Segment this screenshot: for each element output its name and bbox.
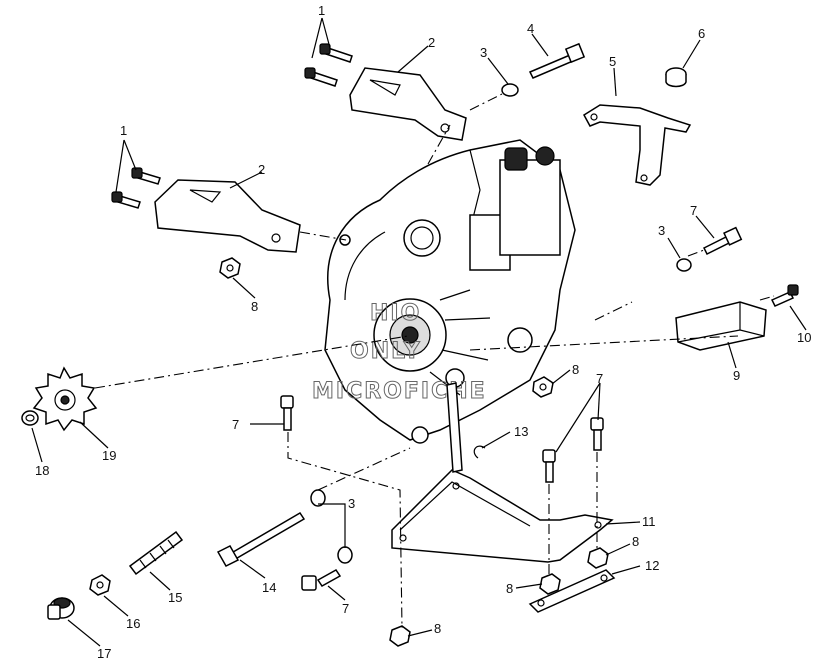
callout-1-left: 1 xyxy=(120,123,127,138)
watermark-line2: ONLY xyxy=(350,339,422,364)
mount-bracket-2-top xyxy=(349,67,467,141)
callout-10: 10 xyxy=(797,330,811,345)
nut-8-left xyxy=(219,257,241,279)
link-rod xyxy=(446,382,463,473)
callout-8-bottom-c: 8 xyxy=(434,621,441,636)
nut-8-mid xyxy=(532,376,554,398)
callout-8-left: 8 xyxy=(251,299,258,314)
washer-3-right xyxy=(676,258,692,272)
engine-housing xyxy=(324,139,576,444)
callout-19: 19 xyxy=(102,448,116,463)
callout-9: 9 xyxy=(733,368,740,383)
nut-16 xyxy=(89,574,111,596)
callout-3-top: 3 xyxy=(480,45,487,60)
bolt-7-left xyxy=(280,395,294,431)
callout-17: 17 xyxy=(97,646,111,661)
callout-3-right: 3 xyxy=(658,223,665,238)
threaded-bolt-15 xyxy=(128,530,184,576)
bolt-7-right xyxy=(702,226,743,256)
watermark-line1: HIO xyxy=(370,301,421,326)
callout-12: 12 xyxy=(645,558,659,573)
bolt-1-top xyxy=(304,43,353,87)
nut-8-bottom-b xyxy=(539,573,561,595)
callout-2-top: 2 xyxy=(428,35,435,50)
mount-plate-11 xyxy=(391,469,614,563)
callout-16: 16 xyxy=(126,616,140,631)
long-bolt-14 xyxy=(216,511,306,567)
callout-8-bottom-b: 8 xyxy=(506,581,513,596)
leader-lines xyxy=(31,17,807,647)
bolt-10 xyxy=(770,284,799,307)
callout-8-bottom-a: 8 xyxy=(632,534,639,549)
sprocket-19 xyxy=(32,366,98,432)
nut-8-bottom-a xyxy=(587,547,609,569)
washer-3-top xyxy=(501,83,519,97)
callout-3-bottom: 3 xyxy=(348,496,355,511)
callout-15: 15 xyxy=(168,590,182,605)
callout-2-left: 2 xyxy=(258,162,265,177)
callout-6: 6 xyxy=(698,26,705,41)
washer-3-bottom-b xyxy=(337,546,353,564)
drain-plug-17 xyxy=(47,597,75,620)
callout-1-top: 1 xyxy=(318,3,325,18)
nut-8-bottom-c xyxy=(389,625,411,647)
watermark-line3: MICROFICHE xyxy=(312,379,487,404)
callout-7-pair: 7 xyxy=(596,371,603,386)
pin-4 xyxy=(528,42,586,79)
strap-12 xyxy=(528,569,616,613)
bolt-7-bottom xyxy=(301,569,342,591)
cap-6 xyxy=(665,67,687,88)
callout-13: 13 xyxy=(514,424,528,439)
callout-7-left: 7 xyxy=(232,417,239,432)
clip-13 xyxy=(473,445,486,459)
callout-14: 14 xyxy=(262,580,276,595)
clip-18 xyxy=(21,410,39,426)
callout-8-mid: 8 xyxy=(572,362,579,377)
bolt-7-pair xyxy=(542,417,604,483)
bracket-5 xyxy=(583,104,692,186)
callout-4: 4 xyxy=(527,21,534,36)
callout-5: 5 xyxy=(609,54,616,69)
callout-7-right: 7 xyxy=(690,203,697,218)
callout-7-bottom: 7 xyxy=(342,601,349,616)
callout-11: 11 xyxy=(642,514,656,529)
bolt-1-left xyxy=(111,167,161,209)
callout-labels: 1 2 3 4 5 6 1 2 8 3 7 9 10 8 7 7 13 3 11… xyxy=(35,3,811,661)
callout-18: 18 xyxy=(35,463,49,478)
mount-bracket-2-left xyxy=(154,179,301,253)
rubber-block-9 xyxy=(675,301,767,351)
